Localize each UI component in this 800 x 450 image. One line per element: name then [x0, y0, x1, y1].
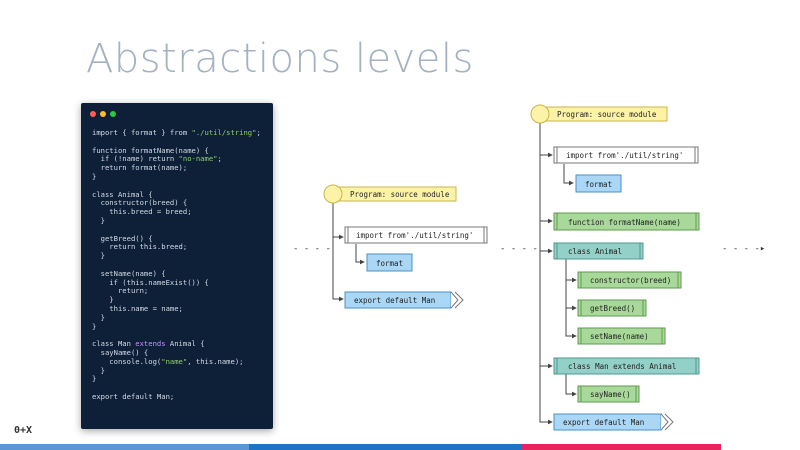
ast-format-node-large[interactable]: format [575, 174, 622, 193]
svg-text:format: format [585, 180, 612, 189]
close-dot[interactable] [90, 111, 96, 117]
code-line: } [92, 171, 97, 181]
code-line: } [92, 295, 114, 305]
svg-text:import from'./util/string': import from'./util/string' [566, 151, 683, 160]
flow-arrow-2: - - - - [500, 244, 538, 254]
code-line: class Man extends Animal { [92, 339, 205, 349]
import-label: import from'./util/string' [356, 231, 473, 240]
ast-format-node-small[interactable]: format [366, 253, 413, 272]
ast-export-node-small[interactable]: export default Man [344, 291, 464, 309]
flow-arrow-1: - - - - [293, 244, 331, 254]
ast-getbreed-node[interactable]: getBreed() [577, 299, 647, 317]
svg-text:constructor(breed): constructor(breed) [590, 276, 671, 285]
code-line: console.log("name", this.name); [92, 356, 244, 366]
code-line: this.breed = breed; [92, 207, 192, 217]
code-line: import { format } from "./util/string"; [92, 128, 261, 137]
ast-tree-large: Program: source module import from'./uti… [530, 104, 700, 431]
svg-text:class Man extends Animal: class Man extends Animal [568, 362, 676, 371]
code-line: if (!name) return "no-name"; [92, 154, 222, 164]
code-line: setName(name) { [92, 268, 166, 278]
code-line: return this.breed; [92, 242, 188, 252]
source-code: import { format } from "./util/string"; … [92, 128, 261, 402]
ast-tree-small: Program: source module import from'./uti… [323, 184, 488, 309]
code-line: getBreed() { [92, 233, 153, 243]
svg-text:setName(name): setName(name) [590, 332, 649, 341]
maximize-dot[interactable] [110, 111, 116, 117]
svg-text:sayName(): sayName() [590, 390, 631, 399]
code-line: sayName() { [92, 347, 149, 357]
svg-text:Program: source module: Program: source module [557, 110, 657, 119]
edge-root-export [332, 237, 344, 302]
code-line: function formatName(name) { [92, 145, 209, 155]
format-label: format [376, 259, 403, 268]
svg-text:function formatName(name): function formatName(name) [568, 218, 681, 227]
code-line: if (this.nameExist()) { [92, 277, 209, 287]
code-line: } [92, 215, 105, 225]
export-label: export default Man [354, 296, 435, 305]
svg-text:class Animal: class Animal [568, 247, 622, 256]
footer-bar-red [521, 444, 721, 450]
code-line: } [92, 365, 105, 375]
code-line: class Animal { [92, 189, 153, 199]
import-rect [344, 226, 488, 244]
ast-import-node-large[interactable]: import from'./util/string' [553, 146, 699, 164]
ast-export-node-large[interactable]: export default Man [553, 413, 674, 431]
flow-arrow-3: - - - -▸ [722, 244, 766, 254]
brand-logo: 0+X [14, 425, 33, 436]
edge-import-format [355, 244, 365, 265]
window-controls [90, 111, 116, 117]
code-window: import { format } from "./util/string"; … [81, 103, 273, 429]
root-circle [323, 184, 343, 204]
code-line: } [92, 374, 97, 384]
ast-root-node-small[interactable]: Program: source module [323, 184, 457, 204]
footer-bar-blue [249, 444, 521, 450]
code-line: this.name = name; [92, 303, 183, 313]
svg-text:export default Man: export default Man [563, 418, 644, 427]
slide-title: Abstractions levels [86, 36, 474, 82]
ast-import-node-small[interactable]: import from'./util/string' [344, 226, 488, 244]
edge-root-import [332, 203, 344, 240]
code-line: return format(name); [92, 163, 188, 173]
ast-class-animal-node[interactable]: class Animal [553, 242, 644, 260]
code-line: export default Man; [92, 391, 175, 401]
ast-sayname-node[interactable]: sayName() [577, 385, 640, 403]
svg-text:getBreed(): getBreed() [590, 304, 635, 313]
ast-setname-node[interactable]: setName(name) [577, 327, 666, 345]
root-label: Program: source module [350, 190, 450, 199]
code-line: } [92, 251, 105, 261]
ast-root-node-large[interactable]: Program: source module [530, 104, 668, 124]
code-line: return; [92, 286, 149, 296]
code-line: constructor(breed) { [92, 198, 188, 208]
minimize-dot[interactable] [100, 111, 106, 117]
footer-bar-light-blue [0, 444, 249, 450]
ast-function-node[interactable]: function formatName(name) [553, 212, 700, 231]
code-line: } [92, 312, 105, 322]
code-line: } [92, 321, 97, 331]
ast-class-man-node[interactable]: class Man extends Animal [553, 357, 700, 375]
ast-constructor-node[interactable]: constructor(breed) [577, 271, 682, 289]
